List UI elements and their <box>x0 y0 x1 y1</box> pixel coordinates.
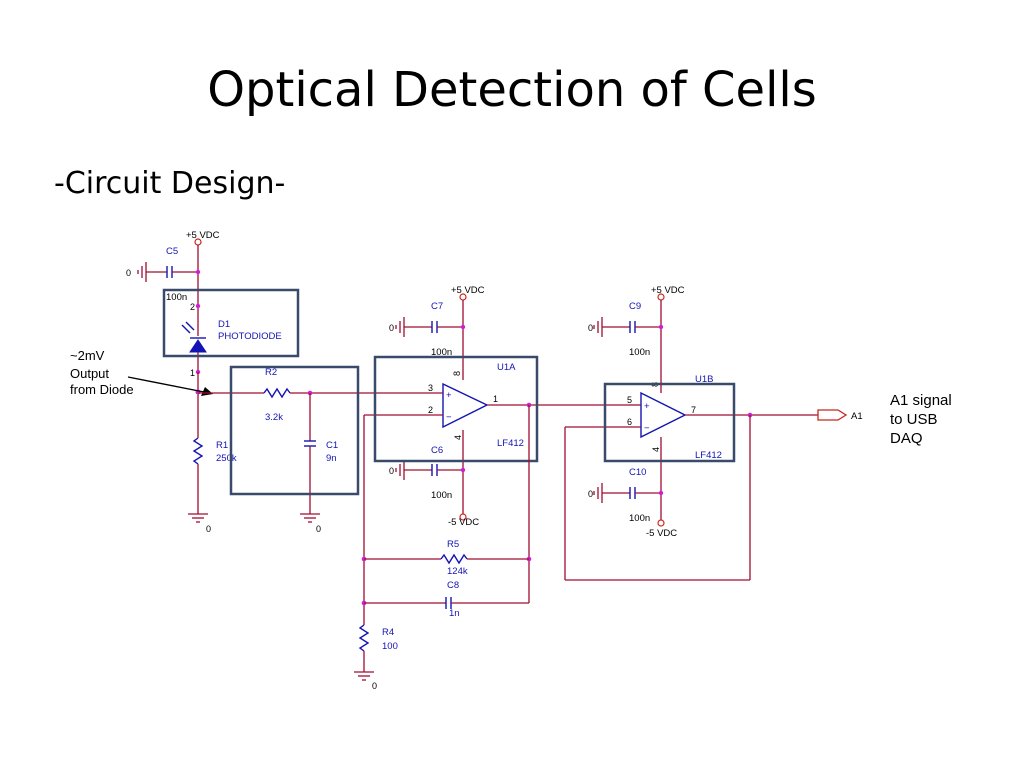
c7-name: C7 <box>431 301 443 312</box>
slide-title: Optical Detection of Cells <box>207 62 817 118</box>
svg-text:0: 0 <box>372 681 377 691</box>
svg-text:4: 4 <box>651 447 661 452</box>
u1b-name: U1B <box>695 374 713 385</box>
svg-text:−: − <box>446 412 452 423</box>
r4-resistor-icon <box>358 624 370 652</box>
ground-c9 <box>593 317 603 337</box>
c5-name: C5 <box>166 246 178 257</box>
svg-text:Output: Output <box>70 366 109 381</box>
r1-value: 250k <box>216 453 237 464</box>
svg-text:DAQ: DAQ <box>890 430 923 447</box>
svg-text:A1 signal: A1 signal <box>890 392 952 409</box>
vdc-label: +5 VDC <box>186 230 220 241</box>
svg-text:1: 1 <box>493 394 498 404</box>
c6-name: C6 <box>431 445 443 456</box>
c1-value: 9n <box>326 453 337 464</box>
r2-value: 3.2k <box>265 412 283 423</box>
r5-resistor-icon <box>440 553 468 565</box>
ground-r1 <box>188 513 208 523</box>
input-annotation: ~2mV Output from Diode <box>70 348 213 397</box>
c8-value: 1n <box>449 608 460 619</box>
u1a-box <box>373 355 539 463</box>
r2-resistor-icon <box>263 387 291 399</box>
svg-text:0: 0 <box>588 323 593 333</box>
photodiode-icon <box>189 339 207 353</box>
c1-name: C1 <box>326 440 338 451</box>
d1-name: D1 <box>218 319 230 330</box>
photodiode-branch: +5 VDC 0 C5 100n 2 1 D1 PHOTODIODE R1 <box>126 230 282 534</box>
ground-c7 <box>395 317 405 337</box>
r2-name: R2 <box>265 367 277 378</box>
svg-text:-5 VDC: -5 VDC <box>448 517 479 528</box>
slide-subtitle: -Circuit Design- <box>54 166 286 201</box>
c7-value: 100n <box>431 347 452 358</box>
u1b-opamp: +5 VDC 0 C9 100n U1B 8 + − 5 6 7 LF412 4 <box>564 285 818 581</box>
svg-text:+: + <box>446 390 452 401</box>
rc-filter-box <box>229 365 360 496</box>
u1a-name: U1A <box>497 362 516 373</box>
svg-text:-5 VDC: -5 VDC <box>646 528 677 539</box>
svg-text:to USB: to USB <box>890 411 938 428</box>
c9-value: 100n <box>629 347 650 358</box>
r4-name: R4 <box>382 627 394 638</box>
feedback-network: R5 124k C8 1n R4 100 0 <box>354 405 532 691</box>
output-annotation: A1 signal to USB DAQ <box>890 392 952 447</box>
vdc-neg-terminal <box>459 513 467 521</box>
c10-value: 100n <box>629 513 650 524</box>
ground-c10 <box>593 483 603 503</box>
svg-text:0: 0 <box>126 268 131 278</box>
u1b-triangle-icon <box>640 391 687 439</box>
svg-text:−: − <box>644 423 650 434</box>
c8-name: C8 <box>447 580 459 591</box>
a1-name: A1 <box>851 411 863 422</box>
svg-text:0: 0 <box>588 489 593 499</box>
r4-value: 100 <box>382 641 398 652</box>
svg-text:0: 0 <box>389 323 394 333</box>
u1b-value: LF412 <box>695 450 722 461</box>
r5-name: R5 <box>447 539 459 550</box>
a1-output-port: A1 <box>817 409 863 422</box>
d1-value: PHOTODIODE <box>218 331 282 342</box>
svg-text:6: 6 <box>627 417 632 427</box>
c10-name: C10 <box>629 467 646 478</box>
r1-name: R1 <box>216 440 228 451</box>
u1a-triangle-icon <box>442 382 489 429</box>
svg-text:from Diode: from Diode <box>70 382 134 397</box>
svg-text:1: 1 <box>190 368 195 378</box>
svg-text:2: 2 <box>190 302 195 312</box>
svg-text:0: 0 <box>316 524 321 534</box>
svg-text:8: 8 <box>452 371 462 376</box>
u1a-value: LF412 <box>497 438 524 449</box>
svg-text:5: 5 <box>627 395 632 405</box>
ground-c1 <box>300 513 320 523</box>
output-port-icon <box>817 409 848 421</box>
svg-text:0: 0 <box>206 524 211 534</box>
svg-text:+5 VDC: +5 VDC <box>451 285 485 296</box>
svg-text:0: 0 <box>389 466 394 476</box>
ground-c6 <box>395 460 405 480</box>
vdc-neg-terminal <box>657 519 665 527</box>
r5-value: 124k <box>447 566 468 577</box>
svg-text:7: 7 <box>691 405 696 415</box>
svg-text:4: 4 <box>453 435 463 440</box>
u1b-box <box>603 382 736 463</box>
c9-name: C9 <box>629 301 641 312</box>
svg-text:+5 VDC: +5 VDC <box>651 285 685 296</box>
ground-r4 <box>354 671 374 681</box>
photodiode-box <box>162 288 300 358</box>
r1-resistor-icon <box>192 437 204 465</box>
c5-value: 100n <box>166 292 187 303</box>
svg-text:3: 3 <box>428 383 433 393</box>
svg-text:+: + <box>644 401 650 412</box>
c6-value: 100n <box>431 490 452 501</box>
svg-text:~2mV: ~2mV <box>70 348 105 363</box>
ground-c5 <box>137 262 147 282</box>
svg-text:2: 2 <box>428 405 433 415</box>
